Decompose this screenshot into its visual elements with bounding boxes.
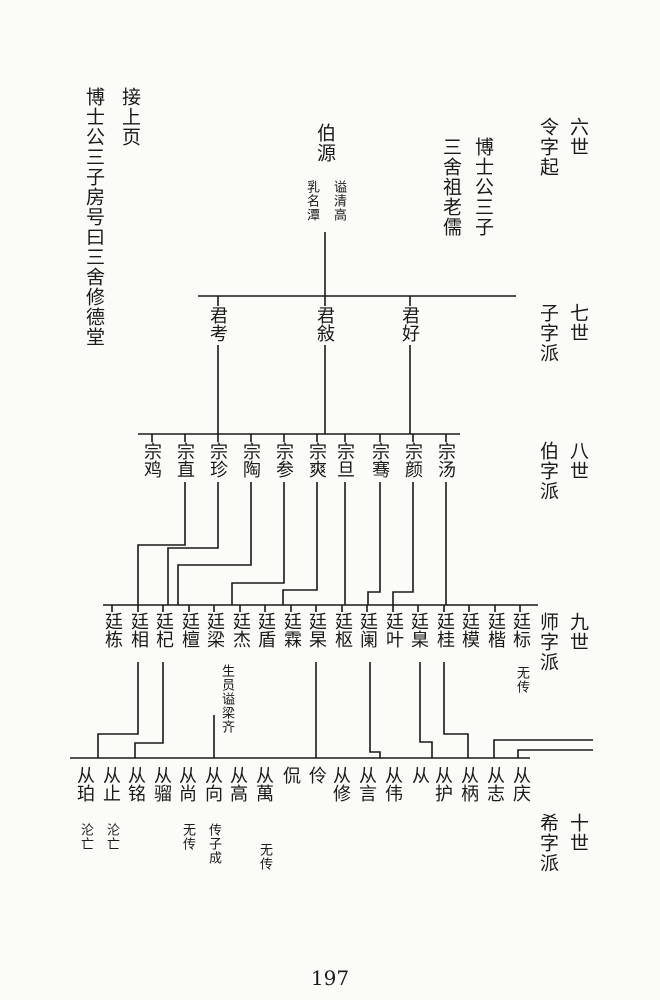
gen9-name: 廷枢	[332, 612, 353, 648]
ancestor-title2: 三舍祖老儒	[440, 137, 462, 237]
gen9-name: 廷相	[128, 612, 149, 648]
gen10-name: 从志	[484, 766, 505, 802]
gen10-number: 十世	[567, 813, 589, 853]
gen9-name: 廷阑	[357, 612, 378, 648]
name-boyuan: 伯源	[314, 123, 336, 163]
gen10-name: 从高	[227, 766, 248, 802]
gen8-name: 宗参	[273, 442, 294, 478]
gen10-name: 从骝	[151, 766, 172, 802]
gen9-number: 九世	[567, 612, 589, 652]
gen10-name: 从言	[356, 766, 377, 802]
gen8-name: 宗陶	[240, 442, 261, 478]
gen7-name: 君好	[399, 306, 420, 342]
gen9-name: 廷梁	[204, 612, 225, 648]
page-number: 197	[310, 966, 350, 990]
boyuan-note-posthumous: 谥清高	[331, 180, 346, 222]
gen9-name: 廷楷	[485, 612, 506, 648]
gen10-name: 从珀	[74, 766, 95, 802]
gen8-name: 宗旦	[334, 442, 355, 478]
gen10-name: 从	[409, 766, 430, 784]
gen7-number: 七世	[567, 303, 589, 343]
gen10-note-wan: 无传	[257, 843, 272, 871]
gen10-name: 从护	[432, 766, 453, 802]
gen9-name: 廷杰	[230, 612, 251, 648]
gen10-name: 从萬	[253, 766, 274, 802]
gen9-name: 廷杲	[306, 612, 327, 648]
gen10-name: 从伟	[382, 766, 403, 802]
gen8-name: 宗颜	[402, 442, 423, 478]
gen10-label: 希字派	[537, 813, 559, 873]
gen8-name: 宗骞	[369, 442, 390, 478]
house-note: 博士公三子房号曰三舍修德堂	[83, 87, 105, 347]
gen7-label: 子字派	[537, 303, 559, 363]
gen10-note-shang: 无传	[180, 823, 195, 851]
gen8-name: 宗鸡	[141, 442, 162, 478]
gen7-name: 君敍	[314, 306, 335, 342]
gen9-name: 廷臬	[408, 612, 429, 648]
gen9-note-biao: 无传	[514, 666, 529, 694]
gen8-label: 伯字派	[537, 441, 559, 501]
gen10-name: 从向	[202, 766, 223, 802]
continue-note: 接上页	[119, 87, 141, 147]
gen10-name: 从柄	[458, 766, 479, 802]
gen8-number: 八世	[567, 441, 589, 481]
gen9-note-liang: 生员谥梁齐	[219, 664, 234, 734]
gen10-name: 伶	[306, 766, 327, 784]
gen9-name: 廷模	[459, 612, 480, 648]
gen10-name: 侃	[280, 766, 301, 784]
gen8-name: 宗直	[174, 442, 195, 478]
gen6-label: 令字起	[537, 117, 559, 177]
gen10-note-zhi: 沦亡	[104, 823, 119, 851]
gen9-name: 廷檀	[179, 612, 200, 648]
gen9-name: 廷栋	[102, 612, 123, 648]
gen10-note-xiang: 传子成	[206, 823, 221, 865]
gen9-name: 廷标	[510, 612, 531, 648]
gen8-name: 宗汤	[435, 442, 456, 478]
gen10-name: 从庆	[510, 766, 531, 802]
gen9-name: 廷叶	[383, 612, 404, 648]
ancestor-title: 博士公三子	[472, 137, 494, 237]
gen8-name: 宗爽	[306, 442, 327, 478]
gen9-label: 师字派	[537, 612, 559, 672]
gen9-name: 廷霖	[281, 612, 302, 648]
gen10-name: 从修	[330, 766, 351, 802]
gen9-name: 廷杞	[153, 612, 174, 648]
gen10-note-po: 沦亡	[78, 823, 93, 851]
gen10-name: 从铭	[125, 766, 146, 802]
boyuan-note-childhood: 乳名潭	[304, 180, 319, 222]
gen8-name: 宗珍	[207, 442, 228, 478]
gen9-name: 廷盾	[255, 612, 276, 648]
gen7-name: 君考	[207, 306, 228, 342]
gen6-number: 六世	[567, 117, 589, 157]
gen9-name: 廷桂	[434, 612, 455, 648]
gen10-name: 从止	[100, 766, 121, 802]
gen10-name: 从尚	[176, 766, 197, 802]
